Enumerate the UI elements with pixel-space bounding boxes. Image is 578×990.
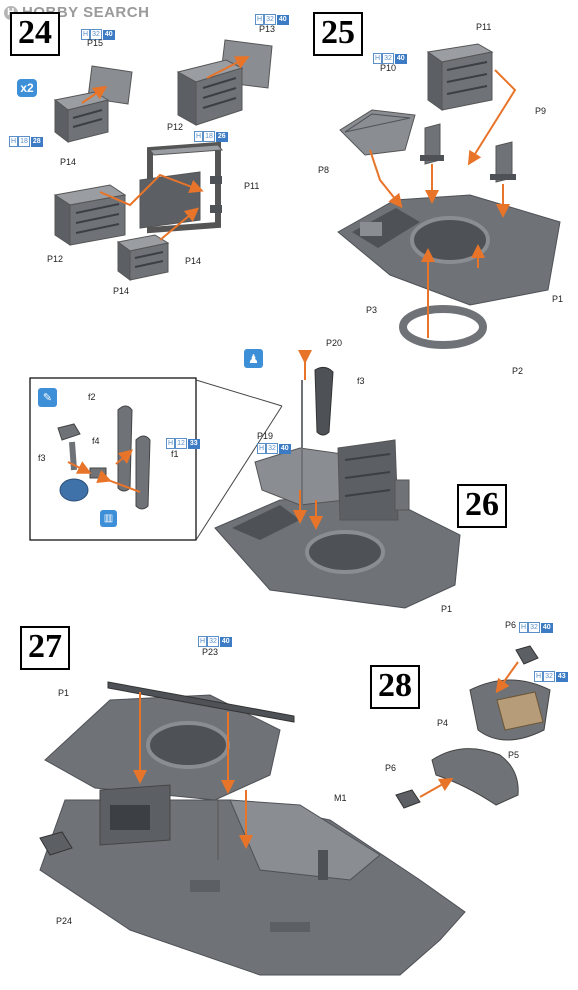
paint-code: 32 xyxy=(90,29,102,40)
label-p9: P9 xyxy=(535,106,547,116)
paint-h-tag: H xyxy=(373,53,383,64)
label-p13: P13 xyxy=(259,24,276,34)
label-p3: P3 xyxy=(366,305,378,315)
label-p4: P4 xyxy=(437,718,449,728)
label-f4: f4 xyxy=(92,436,100,446)
label-f2: f2 xyxy=(88,392,96,402)
paint-number: 43 xyxy=(555,671,568,682)
label-p6: P6 xyxy=(385,763,397,773)
step-26-drawing xyxy=(29,350,461,609)
paint-number: 40 xyxy=(540,622,553,633)
label-p5: P5 xyxy=(508,750,520,760)
label-p11: P11 xyxy=(476,22,492,32)
paint-number: 40 xyxy=(394,53,407,64)
paint-h-tag: H xyxy=(194,131,204,142)
paint-h-tag: H xyxy=(519,622,529,633)
paint-code: 32 xyxy=(528,622,540,633)
label-p11: P11 xyxy=(244,181,260,191)
label-p14: P14 xyxy=(60,157,77,167)
grill-detail-icon: ▥ xyxy=(100,510,117,527)
paint-number: 28 xyxy=(30,136,43,147)
paint-number: 40 xyxy=(276,14,289,25)
paint-h-tag: H xyxy=(198,636,208,647)
label-m1: M1 xyxy=(334,793,347,803)
step-28-drawing xyxy=(395,645,551,809)
label-p24: P24 xyxy=(56,916,73,926)
step-28-number: 28 xyxy=(370,665,420,709)
paint-number: 33 xyxy=(187,438,200,449)
label-p10: P10 xyxy=(380,63,397,73)
paint-number: 40 xyxy=(102,29,115,40)
paint-h-tag: H xyxy=(534,671,544,682)
paint-h-tag: H xyxy=(166,438,176,449)
paint-number: 40 xyxy=(278,443,291,454)
label-p23: P23 xyxy=(202,647,219,657)
step-27-number: 27 xyxy=(20,626,70,670)
paint-h-tag: H xyxy=(81,29,91,40)
label-f3: f3 xyxy=(357,376,365,386)
paint-number: 26 xyxy=(215,131,228,142)
step-26-number: 26 xyxy=(457,484,507,528)
label-p15: P15 xyxy=(87,38,104,48)
label-p14: P14 xyxy=(185,256,202,266)
label-p1: P1 xyxy=(58,688,70,698)
label-p12: P12 xyxy=(167,122,184,132)
label-p1: P1 xyxy=(441,604,453,614)
label-p20: P20 xyxy=(326,338,343,348)
quantity-x2-badge: x2 xyxy=(17,79,37,97)
paint-code: 18 xyxy=(18,136,30,147)
label-f3: f3 xyxy=(38,453,46,463)
label-p14: P14 xyxy=(113,286,130,296)
step-24-drawing xyxy=(53,39,273,281)
label-p8: P8 xyxy=(318,165,330,175)
label-p19: P19 xyxy=(257,431,274,441)
label-p1: P1 xyxy=(552,294,564,304)
paint-brush-icon: ✎ xyxy=(38,388,57,407)
crew-figure-icon: ♟ xyxy=(244,349,263,368)
paint-code: 18 xyxy=(203,131,215,142)
paint-h-tag: H xyxy=(255,14,265,25)
paint-code: 32 xyxy=(207,636,219,647)
label-f1: f1 xyxy=(171,449,179,459)
step-27-drawing xyxy=(39,681,466,976)
paint-code: 32 xyxy=(264,14,276,25)
paint-h-tag: H xyxy=(257,443,267,454)
label-p6: P6 xyxy=(505,620,517,630)
step-25-number: 25 xyxy=(313,12,363,56)
label-p2: P2 xyxy=(512,366,524,376)
paint-number: 40 xyxy=(219,636,232,647)
label-p12: P12 xyxy=(47,254,64,264)
step-24-number: 24 xyxy=(10,12,60,56)
step-25-drawing xyxy=(337,43,561,349)
paint-code: 32 xyxy=(382,53,394,64)
paint-code: 32 xyxy=(543,671,555,682)
paint-h-tag: H xyxy=(9,136,19,147)
paint-code: 32 xyxy=(266,443,278,454)
paint-code: 12 xyxy=(175,438,187,449)
